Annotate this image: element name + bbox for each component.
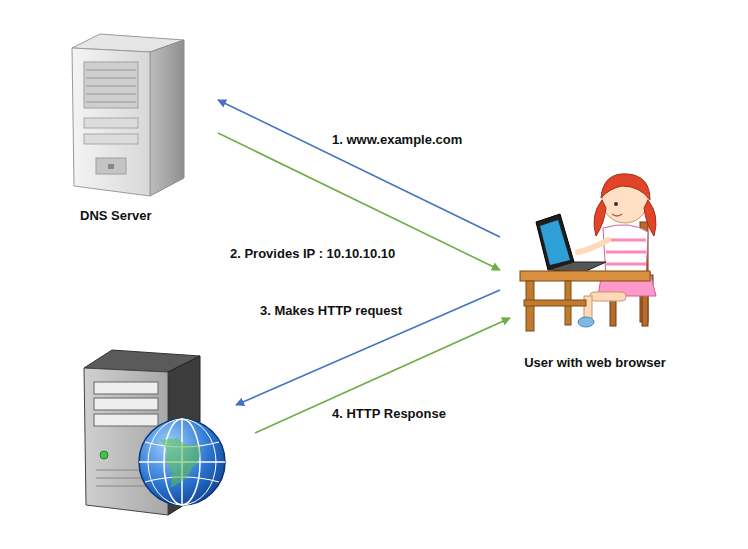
request-arrow bbox=[218, 100, 500, 237]
web-server-icon bbox=[84, 350, 225, 515]
user-illustration-part bbox=[614, 202, 618, 206]
arrow-label: 3. Makes HTTP request bbox=[258, 303, 404, 318]
arrow-label: 2. Provides IP : 10.10.10.10 bbox=[228, 246, 397, 261]
http-arrows-part bbox=[236, 290, 500, 405]
dns-server-icon-part bbox=[84, 118, 138, 128]
arrow-label: 1. www.example.com bbox=[330, 132, 464, 147]
web-server-icon-part bbox=[139, 419, 225, 505]
user-illustration-part bbox=[612, 214, 622, 216]
user-illustration-part bbox=[606, 251, 646, 254]
dns-server-icon-part bbox=[150, 40, 184, 196]
user-illustration-part bbox=[601, 174, 650, 200]
web-server-icon-part bbox=[160, 438, 200, 488]
dns-server-icon-part bbox=[86, 70, 136, 71]
user-illustration-part bbox=[524, 300, 586, 306]
dns-server-icon-part bbox=[72, 48, 150, 196]
web-server-icon-part bbox=[94, 414, 158, 426]
user-illustration-part bbox=[606, 263, 646, 266]
dns-server-icon-part bbox=[86, 78, 136, 79]
user-illustration-part bbox=[603, 225, 648, 278]
user-illustration-part bbox=[606, 239, 646, 242]
node-label: DNS Server bbox=[80, 208, 152, 223]
node-label: User with web browser bbox=[500, 355, 690, 370]
web-server-icon-part bbox=[96, 486, 150, 487]
http-arrows-part bbox=[255, 318, 510, 433]
user-illustration-part bbox=[578, 317, 594, 327]
web-server-icon-part bbox=[94, 382, 158, 394]
node-area: DNS Server bbox=[60, 30, 218, 230]
dns-server-icon-part bbox=[84, 134, 138, 144]
user-illustration bbox=[520, 174, 656, 331]
http-arrows bbox=[236, 290, 510, 433]
dns-server-icon-part bbox=[86, 102, 136, 103]
dns-server-icon-part bbox=[84, 62, 138, 108]
user-illustration-part bbox=[590, 292, 626, 301]
user-illustration-part bbox=[536, 214, 574, 270]
user-illustration-part bbox=[594, 200, 606, 236]
dns-server-icon bbox=[72, 34, 184, 196]
dns-server-icon-part bbox=[108, 164, 114, 169]
arrow-label: 4. HTTP Response bbox=[330, 406, 448, 421]
dns-server-icon-part bbox=[86, 94, 136, 95]
dns-server-icon-part bbox=[86, 86, 136, 87]
dns-server-icon-part bbox=[96, 158, 126, 174]
web-server-icon-part bbox=[100, 451, 108, 459]
user-illustration-part bbox=[520, 271, 650, 281]
request-arrow bbox=[218, 133, 500, 270]
user-illustration-part bbox=[540, 220, 570, 265]
web-server-icon-part bbox=[94, 398, 158, 410]
user-illustration-part bbox=[644, 200, 656, 236]
node-area: User with web browser bbox=[500, 160, 690, 375]
user-illustration-part bbox=[578, 240, 608, 252]
